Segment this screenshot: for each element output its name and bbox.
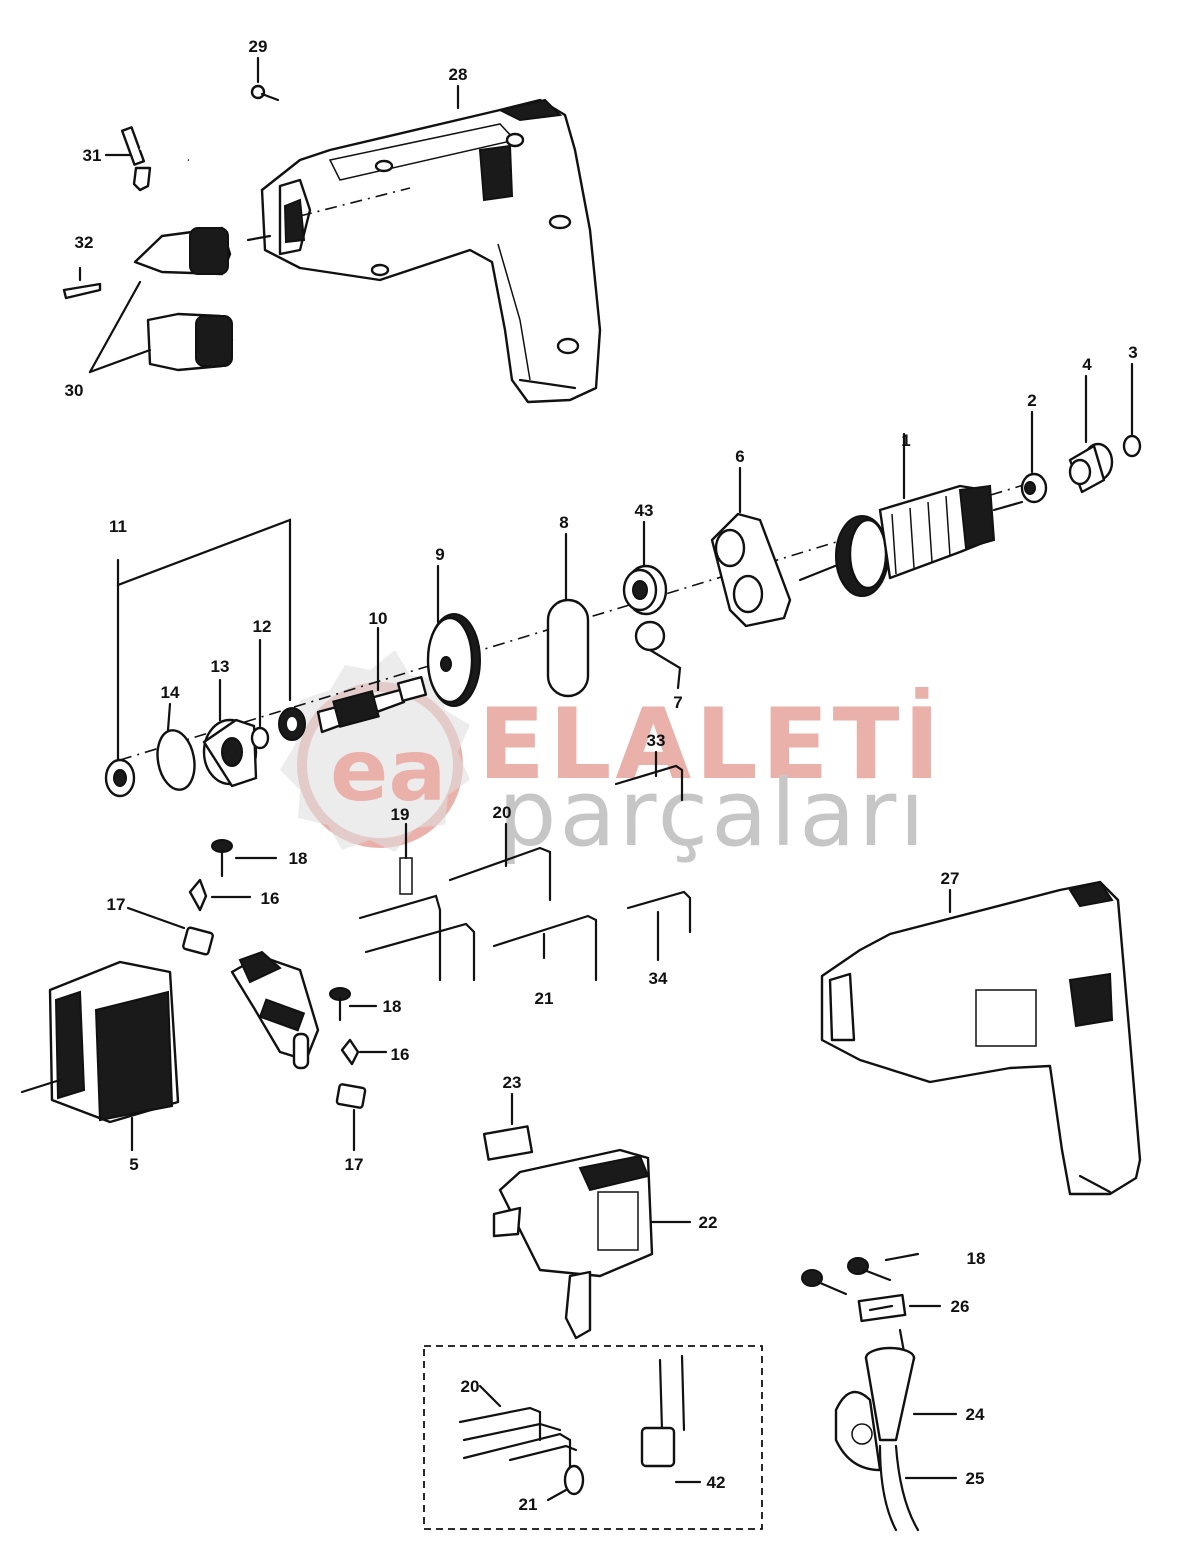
callout-8: 8 <box>559 513 568 532</box>
callout-23: 23 <box>503 1073 522 1092</box>
part-17-brush-upper <box>126 906 214 956</box>
part-25-cord <box>878 1444 958 1532</box>
watermark-line2: parçaları <box>498 760 928 867</box>
callout-17-lower: 17 <box>345 1155 364 1174</box>
part-30-chuck <box>88 226 234 374</box>
callout-4: 4 <box>1082 355 1092 374</box>
callout-26: 26 <box>951 1297 970 1316</box>
callout-21: 21 <box>535 989 554 1008</box>
callout-9: 9 <box>435 545 444 564</box>
part-12-ring <box>250 638 270 750</box>
callout-10: 10 <box>369 609 388 628</box>
part-9-gear <box>426 564 481 707</box>
callout-1: 1 <box>901 431 910 450</box>
part-28-housing-half <box>246 84 602 404</box>
part-7-bushing <box>634 620 682 690</box>
callout-29: 29 <box>249 37 268 56</box>
watermark-logo-text: ea <box>330 721 446 821</box>
callout-18-upper: 18 <box>289 849 308 868</box>
callout-18-right: 18 <box>967 1249 986 1268</box>
part-3-clip <box>1122 362 1142 458</box>
callout-27: 27 <box>941 869 960 888</box>
callout-11: 11 <box>109 517 127 536</box>
part-29-screw <box>250 56 280 102</box>
part-11-washer <box>104 758 136 798</box>
part-24-cord-protector <box>834 1328 958 1472</box>
callout-16-lower: 16 <box>391 1045 410 1064</box>
part-18-screw-right <box>801 1252 920 1296</box>
watermark: ea ELALETİ parçaları <box>280 650 944 867</box>
part-20-lead <box>448 822 552 902</box>
part-17-brush-lower <box>335 1083 367 1152</box>
callout-3: 3 <box>1128 343 1137 362</box>
callout-6: 6 <box>735 447 744 466</box>
callout-42: 42 <box>707 1473 726 1492</box>
callout-18-middle: 18 <box>383 997 402 1016</box>
part-19-leads <box>358 822 476 982</box>
part-26-clamp <box>857 1293 942 1323</box>
callout-28: 28 <box>449 65 468 84</box>
part-31-chuck-key <box>104 126 190 192</box>
assembly-axis <box>119 479 1041 761</box>
callout-21-kit: 21 <box>519 1495 538 1514</box>
part-23-block <box>482 1092 534 1161</box>
callout-32: 32 <box>75 233 94 252</box>
part-34-lead <box>626 890 692 962</box>
part-27-housing-assembled <box>820 880 1142 1196</box>
watermark-line1: ELALETİ <box>478 687 944 802</box>
callout-19: 19 <box>391 805 410 824</box>
watermark-gear-logo: ea <box>280 650 470 852</box>
part-10-spindle <box>278 626 428 741</box>
callout-31: 31 <box>83 146 102 165</box>
part-5-field-stator <box>20 960 180 1152</box>
part-18-screw-upper <box>211 839 278 878</box>
callout-22: 22 <box>699 1213 718 1232</box>
part-8-gasket <box>546 532 590 698</box>
callout-12: 12 <box>253 617 272 636</box>
part-18-screw-lower <box>329 987 378 1022</box>
part-21-lead <box>492 914 598 982</box>
callout-14: 14 <box>161 683 180 702</box>
callout-7: 7 <box>673 693 682 712</box>
callout-16-upper: 16 <box>261 889 280 908</box>
part-14-oring <box>156 702 196 791</box>
callout-24: 24 <box>966 1405 985 1424</box>
callout-34: 34 <box>649 969 668 988</box>
part-16-spring-upper <box>188 878 252 912</box>
part-4-bushing <box>1068 374 1114 494</box>
callout-20: 20 <box>493 803 512 822</box>
bracket-11 <box>116 518 292 770</box>
part-32-screw <box>62 266 102 300</box>
callout-13: 13 <box>211 657 230 676</box>
callout-20-kit: 20 <box>461 1377 480 1396</box>
part-6-bracket <box>710 466 792 628</box>
callout-30: 30 <box>65 381 84 400</box>
callout-5: 5 <box>129 1155 138 1174</box>
callout-labels: 1 2 3 4 5 6 7 8 9 10 11 12 13 14 16 16 1… <box>65 37 1138 1514</box>
callout-25: 25 <box>966 1469 985 1488</box>
part-16-spring-lower <box>340 1038 388 1066</box>
part-1-armature <box>798 432 1024 597</box>
callout-33: 33 <box>647 731 666 750</box>
part-2-bearing <box>1020 410 1048 504</box>
part-13-bearing <box>202 678 258 788</box>
callout-43: 43 <box>635 501 654 520</box>
dashed-kit-box <box>423 1345 763 1530</box>
callout-17-upper: 17 <box>107 895 126 914</box>
callout-2: 2 <box>1027 391 1036 410</box>
part-43-bearing <box>622 520 668 616</box>
part-22-switch <box>492 1148 692 1340</box>
part-33-lead <box>614 750 684 802</box>
brush-holder-assembly <box>230 950 320 1070</box>
